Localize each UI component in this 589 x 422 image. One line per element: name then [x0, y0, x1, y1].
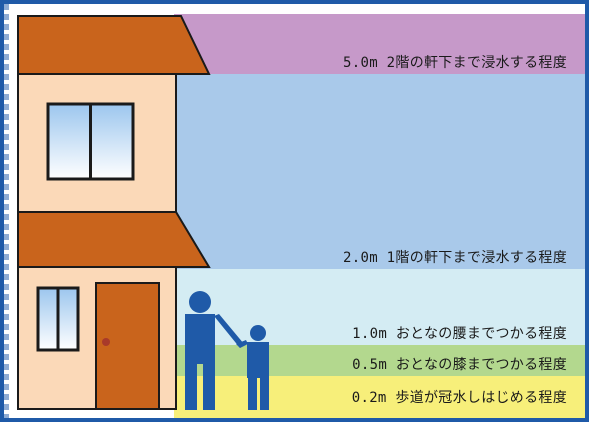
level-label-1-0m: 1.0m おとなの腰までつかる程度: [352, 323, 567, 343]
level-depth: 2.0m: [343, 250, 378, 266]
level-text: 2階の軒下まで浸水する程度: [386, 55, 567, 71]
left-dashed-edge: [4, 4, 9, 418]
level-label-2-0m: 2.0m 1階の軒下まで浸水する程度: [343, 247, 567, 267]
level-text: おとなの腰までつかる程度: [395, 326, 567, 342]
door: [95, 282, 160, 410]
band-5-0m: [174, 14, 585, 74]
level-label-5-0m: 5.0m 2階の軒下まで浸水する程度: [343, 52, 567, 72]
level-depth: 5.0m: [343, 55, 378, 71]
upper-roof: [17, 15, 211, 75]
level-text: おとなの膝までつかる程度: [395, 357, 567, 373]
level-text: 1階の軒下まで浸水する程度: [386, 250, 567, 266]
band-1-0m: [174, 269, 585, 345]
band-0-2m: [174, 376, 585, 418]
door-knob: [102, 338, 110, 346]
level-depth: 0.2m: [351, 390, 387, 406]
level-depth: 0.5m: [352, 357, 388, 373]
lower-roof: [17, 211, 211, 268]
band-2-0m: [174, 74, 585, 269]
child-figure: [236, 325, 269, 410]
level-text: 歩道が冠水しはじめる程度: [395, 390, 567, 406]
adult-figure: [185, 291, 244, 410]
level-label-0-5m: 0.5m おとなの膝までつかる程度: [352, 354, 567, 374]
level-label-0-2m: 0.2m 歩道が冠水しはじめる程度: [352, 387, 567, 407]
level-depth: 1.0m: [352, 326, 388, 342]
house-illustration: [17, 15, 269, 410]
band-0-5m: [174, 345, 585, 376]
